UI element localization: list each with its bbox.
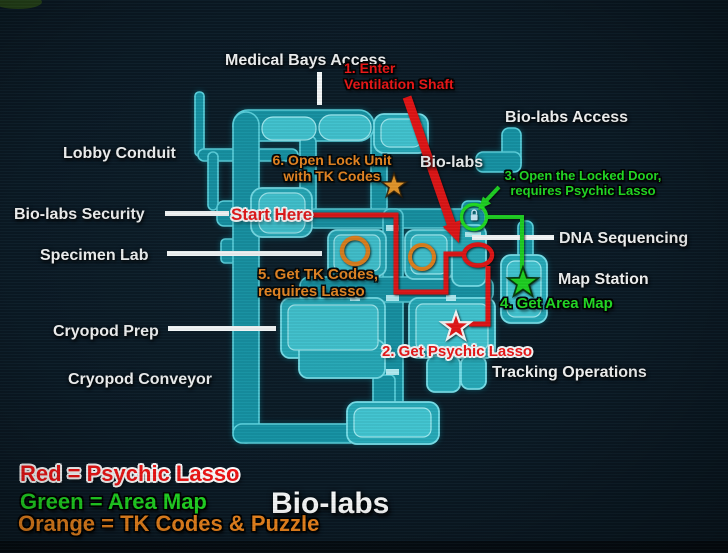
padlock-icon <box>470 209 478 221</box>
label-medical-bays-access: Medical Bays Access <box>225 52 387 69</box>
medical-bays-pointer-line <box>317 72 322 105</box>
psychic-lasso-star-icon <box>438 308 474 342</box>
step1-label: 1. Enter Ventilation Shaft <box>344 60 454 92</box>
step6-line2: with TK Codes <box>283 167 381 184</box>
step6-line1: 6. Open Lock Unit <box>272 152 392 168</box>
cryopod-prep-pointer-line <box>168 326 276 331</box>
step3-line2: requires Psychic Lasso <box>510 182 656 198</box>
label-bio-labs-security: Bio-labs Security <box>14 206 145 223</box>
step4-label: 4. Get Area Map <box>500 295 613 312</box>
tk-code-circle-icon <box>339 235 371 267</box>
step1-line2: Ventilation Shaft <box>344 75 454 92</box>
label-specimen-lab: Specimen Lab <box>40 247 149 264</box>
dna-sequencing-pointer-line <box>472 235 554 240</box>
label-tracking-operations: Tracking Operations <box>492 364 647 381</box>
corner-foliage-texture <box>0 0 42 9</box>
locked-door-circle-icon <box>459 202 489 232</box>
step3-label: 3. Open the Locked Door, requires Psychi… <box>494 168 672 198</box>
label-lobby-conduit: Lobby Conduit <box>63 145 176 162</box>
specimen-lab-pointer-line <box>167 251 322 256</box>
bottom-edge-strip <box>0 541 728 553</box>
label-map-station: Map Station <box>558 271 649 288</box>
pointer-lines <box>165 72 554 331</box>
lock-unit-star-icon <box>379 170 409 199</box>
green-route-path <box>487 215 524 277</box>
tk-code-circle-icon <box>408 243 436 271</box>
step2-label: 2. Get Psychic Lasso <box>382 343 533 360</box>
step6-label: 6. Open Lock Unit with TK Codes <box>269 152 395 184</box>
step1-line1: 1. Enter <box>344 60 396 76</box>
door-markers <box>350 225 481 375</box>
step5-line2: requires Lasso <box>258 282 365 300</box>
label-bio-labs: Bio-labs <box>420 154 484 171</box>
label-cryopod-prep: Cryopod Prep <box>53 323 159 340</box>
lasso-target-ellipse-icon <box>461 242 495 268</box>
step5-line1: 5. Get TK Codes, <box>258 266 379 283</box>
label-dna-sequencing: DNA Sequencing <box>559 230 689 247</box>
label-bio-labs-access: Bio-labs Access <box>505 109 629 126</box>
legend-orange: Orange = TK Codes & Puzzle <box>18 511 320 536</box>
step3-line1: 3. Open the Locked Door, <box>504 168 662 183</box>
label-cryopod-conveyor: Cryopod Conveyor <box>68 371 213 388</box>
red-route-path <box>312 212 491 327</box>
security-pointer-line <box>165 211 229 216</box>
vent-shaft-arrow-icon <box>402 95 461 243</box>
area-map-star-icon <box>505 264 541 299</box>
legend-red: Red = Psychic Lasso <box>20 461 240 486</box>
step5-label: 5. Get TK Codes, requires Lasso <box>258 266 379 301</box>
legend-green: Green = Area Map <box>20 489 207 514</box>
map-title: Bio-labs <box>271 487 390 520</box>
start-here-label: Start Here <box>231 205 313 224</box>
